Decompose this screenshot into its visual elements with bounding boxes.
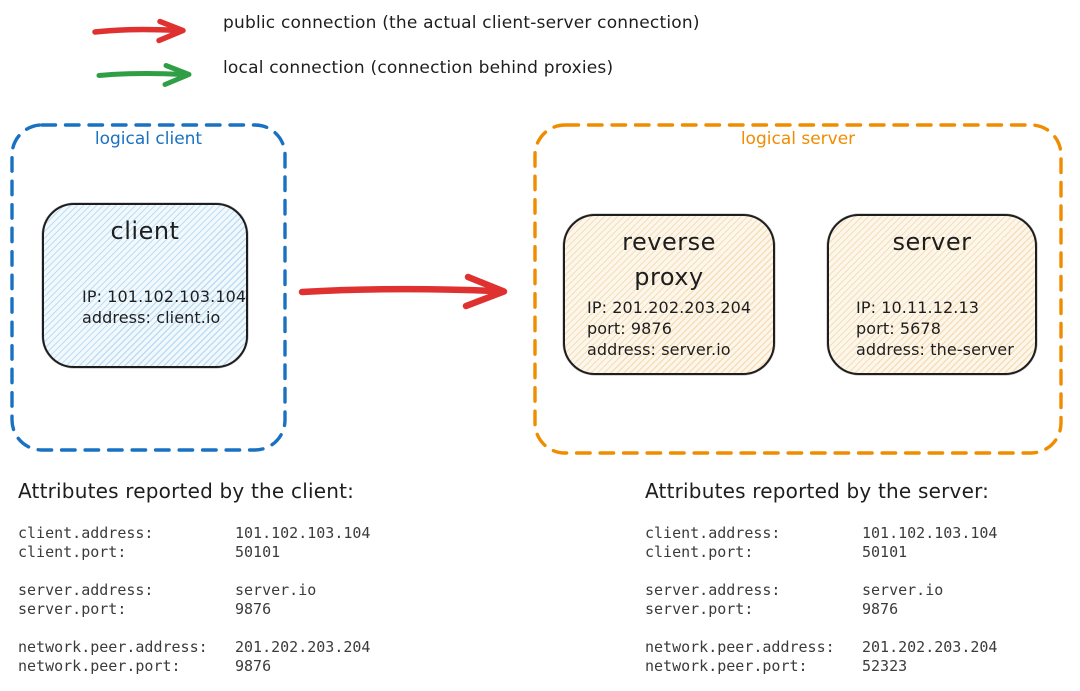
attr-row: server.port: 9876 <box>18 600 272 618</box>
attr-row: server.port: 9876 <box>645 600 899 618</box>
reverse-proxy-ip: IP: 201.202.203.204 <box>587 298 752 317</box>
server-address: address: the-server <box>856 340 1014 359</box>
attr-row: network.peer.address: 201.202.203.204 <box>645 638 998 656</box>
local-connection-legend-label: local connection (connection behind prox… <box>223 58 614 78</box>
reverse-proxy-title-line2: proxy <box>634 263 704 291</box>
reverse-proxy-node-details: IP: 201.202.203.204 port: 9876 address: … <box>587 297 751 360</box>
server-node: server IP: 10.11.12.13 port: 5678 addres… <box>827 214 1037 375</box>
client-node-title: client <box>110 217 180 245</box>
attr-row: client.port: 50101 <box>18 543 281 561</box>
client-node: client IP: 101.102.103.104 address: clie… <box>42 203 248 368</box>
public-connection-arrow-icon <box>92 18 186 44</box>
server-attr-group-server: server.address: server.io server.port: 9… <box>645 581 1065 619</box>
attr-row: network.peer.port: 52323 <box>645 657 908 675</box>
client-attr-group-network-peer: network.peer.address: 201.202.203.204 ne… <box>18 638 438 676</box>
server-port: port: 5678 <box>856 319 941 338</box>
attr-row: server.address: server.io <box>645 581 944 599</box>
public-connection-legend-label: public connection (the actual client-ser… <box>223 13 700 33</box>
attr-row: network.peer.port: 9876 <box>18 657 272 675</box>
attr-row: network.peer.address: 201.202.203.204 <box>18 638 371 656</box>
attr-row: client.address: 101.102.103.104 <box>645 524 998 542</box>
local-connection-arrow-icon <box>96 63 192 87</box>
client-attr-group-client: client.address: 101.102.103.104 client.p… <box>18 524 438 562</box>
attr-row: client.address: 101.102.103.104 <box>18 524 371 542</box>
server-ip: IP: 10.11.12.13 <box>856 298 980 317</box>
reverse-proxy-port: port: 9876 <box>587 319 672 338</box>
client-to-server-arrow-icon <box>298 273 508 310</box>
client-node-details: IP: 101.102.103.104 address: client.io <box>82 286 246 328</box>
reverse-proxy-node: reverse proxy IP: 201.202.203.204 port: … <box>563 214 775 375</box>
attr-row: client.port: 50101 <box>645 543 908 561</box>
reverse-proxy-node-title: reverse proxy <box>565 225 773 295</box>
reverse-proxy-title-line1: reverse <box>622 228 716 256</box>
server-node-details: IP: 10.11.12.13 port: 5678 address: the-… <box>856 297 1014 360</box>
server-attr-group-network-peer: network.peer.address: 201.202.203.204 ne… <box>645 638 1065 676</box>
server-attr-group-client: client.address: 101.102.103.104 client.p… <box>645 524 1065 562</box>
logical-server-group: logical server reverse proxy IP: 201.202… <box>533 123 1063 455</box>
logical-server-dashed-border <box>533 123 1063 455</box>
client-attributes-block: Attributes reported by the client: clien… <box>18 479 438 691</box>
client-attr-group-server: server.address: server.io server.port: 9… <box>18 581 438 619</box>
logical-client-group: logical client client IP: 101.102.103.10… <box>10 123 287 452</box>
client-address: address: client.io <box>82 308 221 327</box>
logical-client-label: logical client <box>94 129 203 149</box>
client-ip: IP: 101.102.103.104 <box>82 287 247 306</box>
reverse-proxy-address: address: server.io <box>587 340 731 359</box>
server-attributes-heading: Attributes reported by the server: <box>645 479 990 503</box>
client-attributes-heading: Attributes reported by the client: <box>18 479 355 503</box>
attr-row: server.address: server.io <box>18 581 317 599</box>
server-node-title: server <box>892 228 972 256</box>
logical-server-label: logical server <box>740 129 856 149</box>
logical-client-dashed-border <box>10 123 287 452</box>
server-attributes-block: Attributes reported by the server: clien… <box>645 479 1065 691</box>
